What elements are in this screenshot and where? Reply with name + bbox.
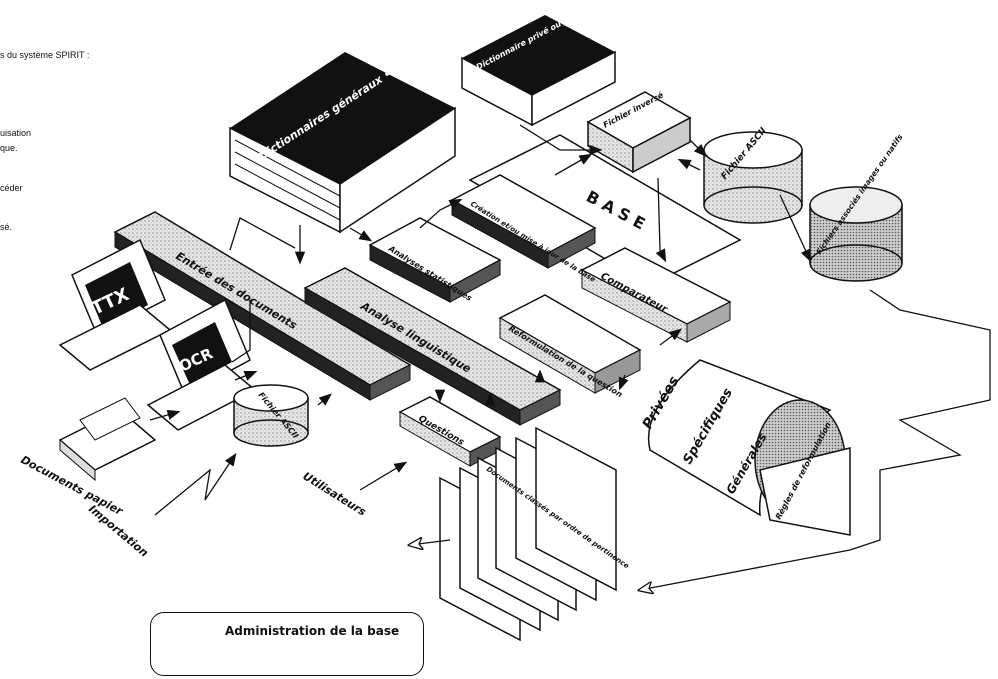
- fragment-system-title: s du système SPIRIT :: [0, 50, 89, 60]
- dictionnaires-generaux-block: [230, 52, 455, 232]
- legend-item-administration: Administration de la base: [225, 624, 399, 638]
- comparateur-block: [582, 248, 730, 342]
- fragment-line-1: uisation: [0, 128, 31, 138]
- scanner-device: [60, 398, 155, 480]
- fragment-line-2: que.: [0, 143, 18, 153]
- label-utilisateurs: Utilisateurs: [300, 470, 368, 519]
- legend-box: [150, 612, 424, 676]
- fragment-line-3: céder: [0, 183, 23, 193]
- fragment-line-4: sé.: [0, 222, 12, 232]
